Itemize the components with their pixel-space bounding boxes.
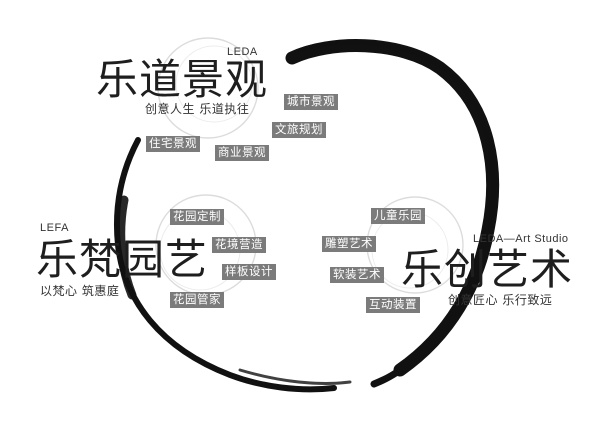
leda-brand-title: 乐道景观 [96, 55, 269, 104]
leda-tag-cultural-tourism-planning: 文旅规划 [272, 122, 326, 138]
lefa-tag-showcase-design: 样板设计 [222, 264, 276, 280]
lefa-slogan: 以梵心 筑惠庭 [40, 284, 120, 298]
brush-stroke-left [113, 137, 337, 393]
leda-tag-residential-landscape: 住宅景观 [146, 136, 200, 152]
studio-tag-kids-playground: 儿童乐园 [371, 208, 425, 224]
leda-tag-commercial-landscape: 商业景观 [215, 145, 269, 161]
lefa-brand-title: 乐梵园艺 [36, 235, 209, 284]
brush-stroke-tail [370, 366, 404, 388]
brush-stroke-left-rough [116, 195, 137, 300]
leda-slogan: 创意人生 乐道执往 [145, 102, 250, 116]
leda-latin-name: LEDA [227, 46, 258, 58]
brush-stroke-bottom-thin [238, 368, 352, 385]
studio-tag-soft-furnishing-art: 软装艺术 [330, 267, 384, 283]
studio-brand-title: 乐创艺术 [401, 245, 574, 294]
lefa-tag-custom-garden: 花园定制 [170, 209, 224, 225]
lefa-tag-flower-border: 花境营造 [212, 237, 266, 253]
lefa-tag-garden-steward: 花园管家 [170, 292, 224, 308]
studio-tag-sculpture-art: 雕塑艺术 [322, 236, 376, 252]
leda-decor-ring [157, 37, 259, 139]
brush-stroke-main-edge [298, 40, 496, 230]
studio-slogan: 创意匠心 乐行致远 [448, 293, 553, 307]
leda-decor-ring-inner [175, 45, 253, 123]
leda-tag-urban-landscape: 城市景观 [284, 94, 338, 110]
lefa-latin-name: LEFA [40, 222, 69, 234]
studio-latin-name: LEDA—Art Studio [473, 233, 569, 245]
studio-tag-interactive-installation: 互动装置 [366, 297, 420, 313]
